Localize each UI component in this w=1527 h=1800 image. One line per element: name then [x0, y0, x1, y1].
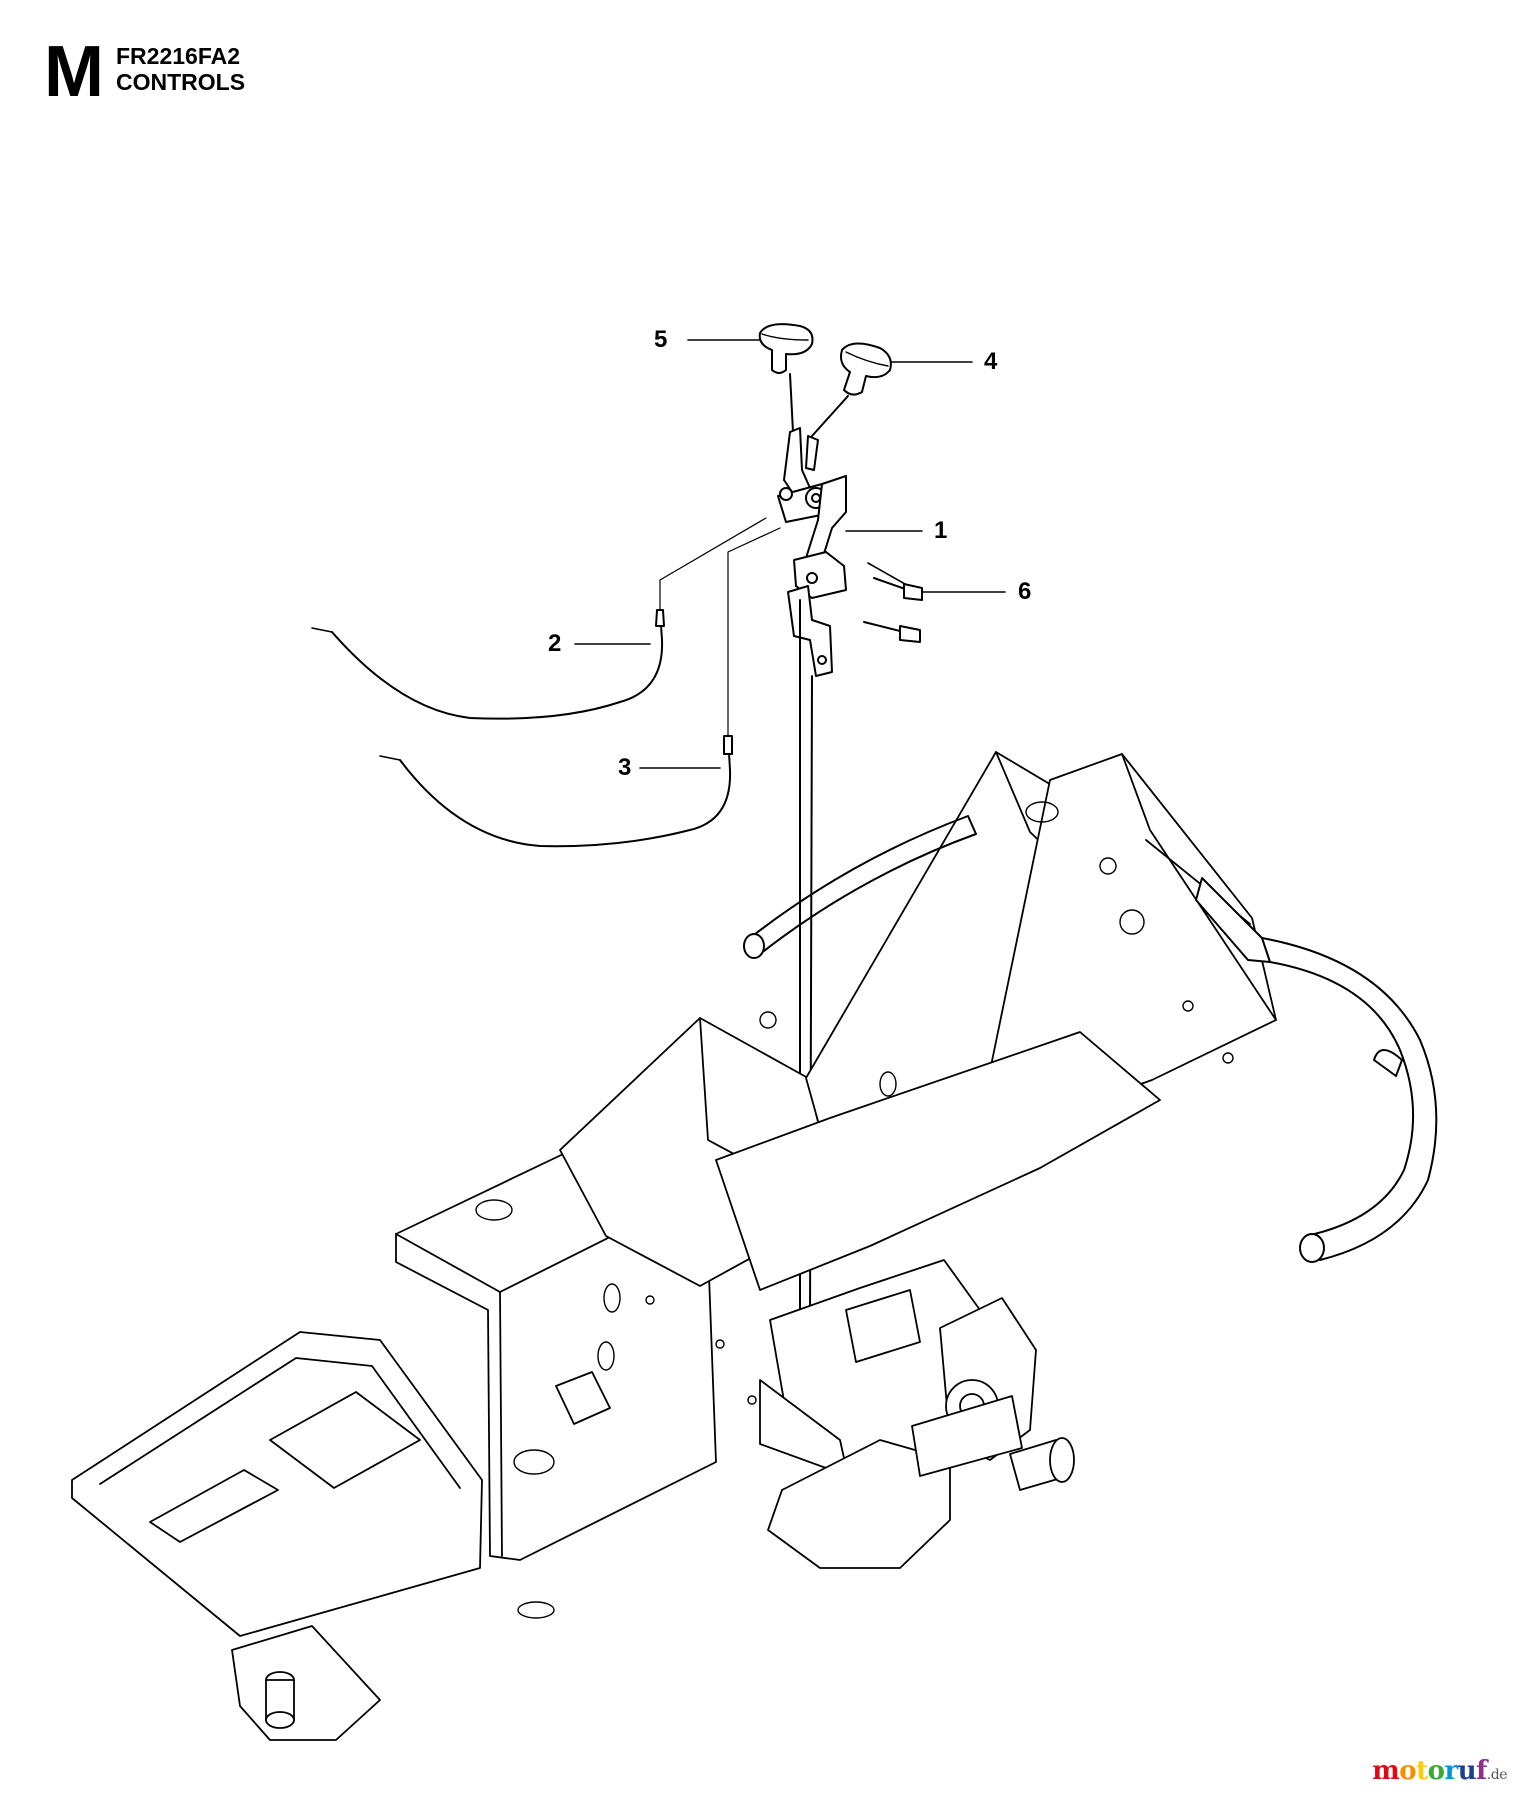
- wm-m: m: [1372, 1756, 1400, 1786]
- tractor-frame: [71, 751, 1277, 1741]
- callout-3: 3: [618, 754, 632, 781]
- callout-4: 4: [984, 348, 998, 375]
- callout-5: 5: [654, 326, 668, 353]
- section-letter: M: [44, 32, 104, 112]
- knob-5: [758, 323, 814, 433]
- frame-details: [475, 801, 1234, 1619]
- model-number: FR2216FA2: [116, 43, 241, 69]
- wm-t: t: [1416, 1756, 1428, 1786]
- title-block: FR2216FA2 CONTROLS: [116, 43, 246, 96]
- screws-6: [863, 577, 923, 643]
- callout-2: 2: [548, 630, 562, 657]
- wm-o1: o: [1399, 1756, 1417, 1786]
- control-assembly: [777, 427, 847, 677]
- motoruf-watermark-logo: motoruf.de: [1372, 1756, 1507, 1786]
- wm-o2: o: [1427, 1756, 1445, 1786]
- wm-u: u: [1457, 1756, 1477, 1786]
- callout-6: 6: [1018, 578, 1032, 605]
- wm-suffix: .de: [1486, 1767, 1508, 1783]
- handle-bar: [743, 815, 1438, 1263]
- diagram-title: CONTROLS: [116, 68, 246, 95]
- callout-1: 1: [934, 517, 948, 544]
- leader-lines: [574, 339, 1006, 769]
- wm-r: r: [1444, 1756, 1459, 1786]
- cable-2: [311, 517, 767, 720]
- knob-4: [811, 342, 892, 437]
- wm-f: f: [1476, 1756, 1487, 1786]
- cable-3: [379, 527, 781, 848]
